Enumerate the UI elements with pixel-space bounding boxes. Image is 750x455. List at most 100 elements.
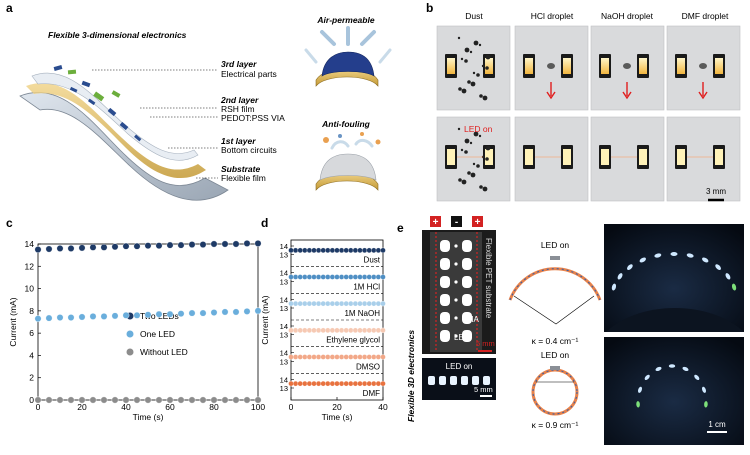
chart-d-point-1 [375,274,382,280]
chart-d-point-5 [315,381,322,387]
circuit-via [454,262,458,266]
chart-d-point-3 [306,327,313,333]
chart-d-point-1 [325,274,331,280]
chart-d-point-5 [375,381,382,387]
chart-d-point-4 [329,354,336,360]
chart-d-point-5 [292,381,299,387]
led-on-label: LED on [464,124,493,134]
photo-cell-r0-c1 [514,25,589,111]
chart-c-point-1 [144,311,152,319]
chart-c-xtick-label: 20 [77,402,87,412]
arc-led [644,374,650,380]
bend-2-kappa: κ = 0.9 cm⁻¹ [532,420,579,430]
vertical-title: Flexible 3D electronics [406,330,416,422]
air-permeable-illustration: Air-permeable [304,15,392,87]
layer-2-name: 2nd layer [220,95,259,105]
arc-led [686,253,694,258]
chart-d-xlabel: Time (s) [322,412,353,422]
panel-e: e Flexible 3D electronics + - + Flexible… [397,216,744,445]
chart-d-point-0 [352,247,359,253]
terminal-minus [451,216,462,227]
chart-c-point-0 [122,242,130,250]
chart-d-point-0 [320,247,326,253]
chart-d-point-5 [334,381,340,387]
chart-d-xtick-label: 40 [378,402,388,412]
chart-d-point-3 [380,327,386,333]
layer-1-name: 1st layer [221,136,256,146]
chart-c-point-0 [199,241,207,248]
chart-c-legend-label: Without LED [140,347,188,357]
chart-c-legend-marker [126,348,134,356]
chart-c-ytick-label: 0 [29,395,34,405]
chart-d-ytick-label: 13 [280,304,288,313]
chart-d-point-0 [361,247,368,253]
chart-c-point-0 [221,240,229,248]
chart-c-point-2 [232,396,240,404]
chart-d-point-4 [357,354,363,360]
chart-c-point-1 [78,313,86,321]
chart-c-legend-marker [126,330,134,338]
chart-d-series-label: Ethylene glycol [326,336,380,345]
led-strip-photo: LED on 5 mm [422,358,496,400]
arc-led [702,257,709,263]
chart-d-point-0 [375,247,382,253]
chart-c-ytick-label: 12 [25,261,35,271]
panel-letter-c: c [6,216,13,230]
chart-c-xtick-label: 0 [36,402,41,412]
chart-d-point-0 [329,247,336,253]
chart-d-point-1 [348,274,354,280]
chart-d-point-2 [311,301,317,307]
photo-cell-r0-c3 [666,25,741,111]
chart-d-point-2 [380,301,386,307]
chart-c-ytick-label: 8 [29,306,34,316]
chart-d-ytick-label: 14 [280,269,288,278]
chart-d-point-5 [302,381,308,387]
chart-c-xtick-label: 40 [121,402,131,412]
chart-d-point-5 [320,381,326,387]
bend-1-label: LED on [541,240,570,250]
chart-d-point-1 [329,274,336,280]
chart-d-point-5 [361,381,368,387]
chart-d-point-1 [366,274,372,280]
bend-diagram-2: LED on κ = 0.9 cm⁻¹ [531,350,579,430]
column-hcl: HCl droplet [531,11,574,21]
chart-d-point-2 [357,301,363,307]
chart-d-point-0 [348,247,354,253]
chart-d-point-1 [315,274,322,280]
chart-c-point-1 [133,311,141,319]
chart-d-point-4 [306,354,313,360]
chart-c-point-2 [155,396,163,404]
circuit-led-pad [462,330,472,342]
chart-d-point-4 [352,354,359,360]
chart-d-point-0 [315,247,322,253]
chart-d-ylabel: Current (mA) [260,295,270,344]
arc-led [611,283,617,291]
chart-d-point-3 [311,327,317,333]
chart-d-point-3 [302,327,308,333]
chart-c-ytick-label: 14 [25,239,35,249]
chart-d-point-1 [357,274,363,280]
chart-d-point-5 [338,381,345,387]
chart-d-point-4 [292,354,299,360]
chart-d-point-2 [329,301,336,307]
circuit-via [454,298,458,302]
arc-led [639,257,646,263]
chart-d-point-2 [338,301,345,307]
chart-d-point-4 [325,354,331,360]
chart-d-point-3 [361,327,368,333]
chart-d-point-3 [315,327,322,333]
chart-d-point-0 [297,247,303,253]
chart-c-point-2 [78,396,86,404]
chart-c-point-2 [133,396,141,404]
chart-c-point-2 [188,396,196,404]
chart-d-point-4 [338,354,345,360]
chart-d-point-3 [338,327,345,333]
column-dust: Dust [465,11,483,21]
circuit-via [454,316,458,320]
chart-d-point-2 [334,301,340,307]
chart-d-series-label: 1M HCl [353,282,380,291]
chart-d-point-4 [311,354,317,360]
arc-led [715,264,721,270]
chart-d-point-2 [343,301,349,307]
